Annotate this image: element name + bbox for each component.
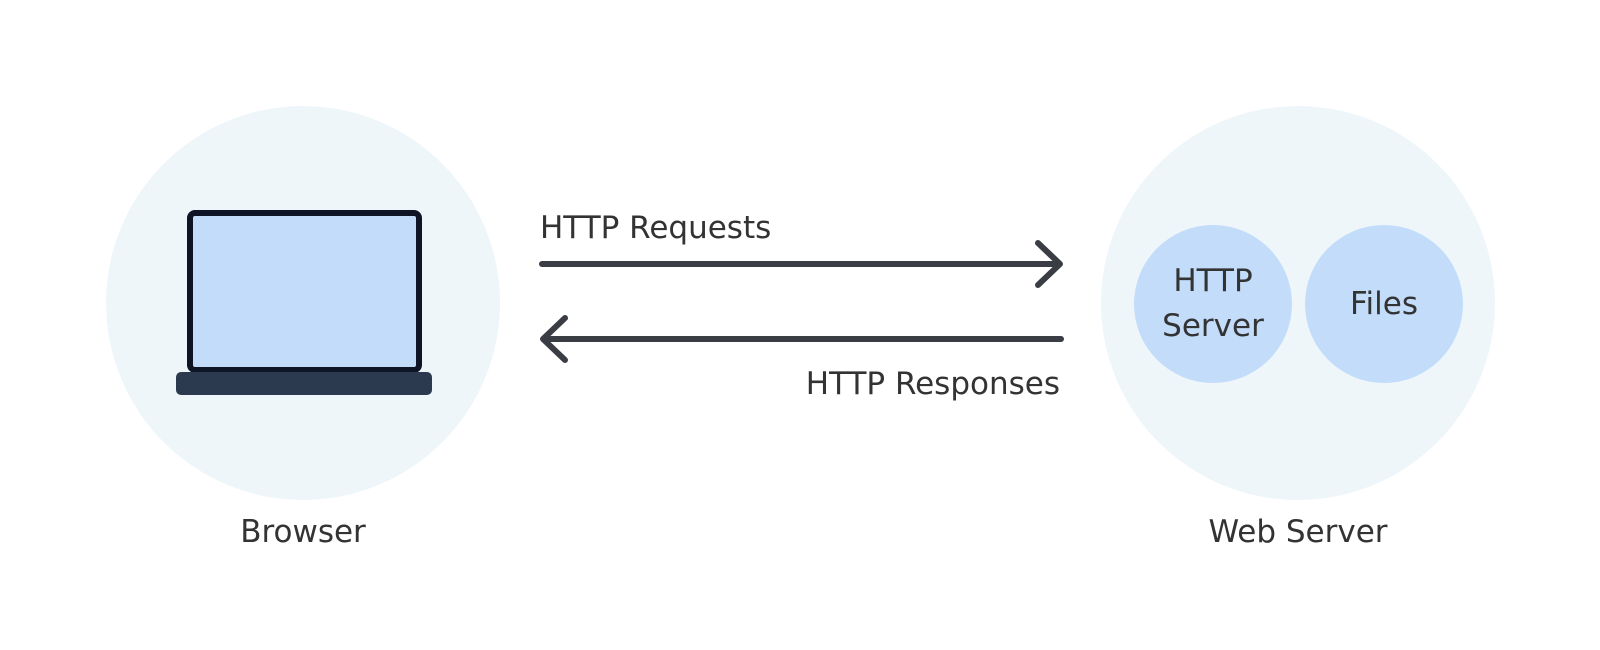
responses-label: HTTP Responses — [805, 366, 1060, 402]
files-label: Files — [1349, 285, 1419, 322]
response-arrow — [540, 315, 1064, 363]
files-component — [1305, 225, 1463, 383]
request-arrow — [539, 240, 1063, 288]
requests-label: HTTP Requests — [540, 210, 772, 246]
web-server-node — [1101, 106, 1495, 500]
web-server-label: Web Server — [1208, 514, 1388, 550]
http-server-component — [1134, 225, 1292, 383]
laptop-icon — [176, 210, 432, 395]
http-server-label: HTTP Server — [1162, 263, 1264, 344]
browser-label: Browser — [240, 514, 366, 550]
